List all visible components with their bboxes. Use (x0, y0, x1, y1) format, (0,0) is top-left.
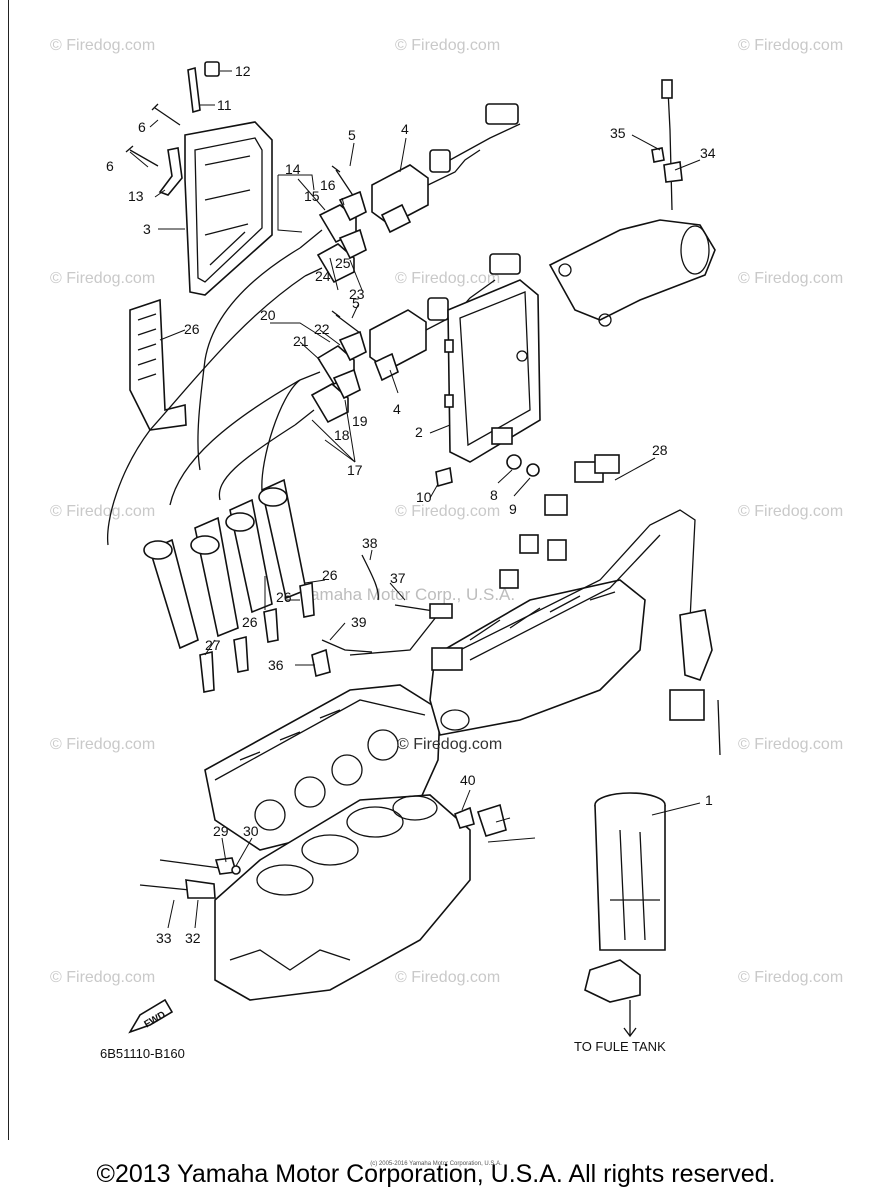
stick-coils (143, 478, 307, 650)
bolt (331, 310, 361, 334)
callout-8: 9 (509, 501, 517, 517)
terminal-block (129, 298, 187, 431)
callout-31: 33 (156, 930, 172, 946)
spark-plugs (199, 581, 315, 693)
callout-22: 23 (349, 286, 365, 302)
callout-6: 6 (138, 119, 146, 135)
leader-lines (129, 70, 701, 929)
callout-7: 8 (490, 487, 498, 503)
callout-27: 28 (652, 442, 668, 458)
callout-33: 35 (610, 125, 626, 141)
callout-26: 26 (276, 589, 292, 605)
wire-harness (431, 454, 721, 756)
watermark: © Firedog.com (738, 969, 843, 986)
callout-24: 25 (335, 255, 351, 271)
watermark: © Firedog.com (50, 270, 155, 287)
callout-30: 32 (185, 930, 201, 946)
watermark: © Firedog.com (738, 736, 843, 753)
callout-34: 36 (268, 657, 284, 673)
collar (526, 463, 540, 477)
callout-37: 39 (351, 614, 367, 630)
callout-32: 34 (700, 145, 716, 161)
callout-3: 3 (143, 221, 151, 237)
fuel-pump (584, 792, 666, 1038)
cylinder-block (214, 794, 471, 1001)
callout-17: 18 (334, 427, 350, 443)
callout-13: 14 (285, 161, 301, 177)
grommet (506, 454, 522, 470)
watermarks: © Firedog.com © Firedog.com © Firedog.co… (50, 37, 843, 986)
fwd-arrow: FWD (128, 998, 174, 1034)
callout-15: 16 (320, 177, 336, 193)
watermark: © Firedog.com (738, 503, 843, 520)
callout-21: 22 (314, 321, 330, 337)
screw (435, 466, 453, 488)
callout-5: 5 (352, 295, 360, 311)
watermark: © Firedog.com (50, 37, 155, 54)
callout-26: 26 (322, 567, 338, 583)
watermark: © Firedog.com (395, 503, 500, 520)
sensors (311, 554, 507, 837)
callout-36: 38 (362, 535, 378, 551)
watermark: © Firedog.com (50, 969, 155, 986)
callout-28: 29 (213, 823, 229, 839)
callout-26: 27 (205, 637, 221, 653)
callout-4: 4 (393, 401, 401, 417)
ignition-coil-upper (371, 103, 521, 234)
engine-sensors (139, 857, 241, 899)
small-copyright: (c) 2005-2016 Yamaha Motor Corporation, … (370, 1161, 502, 1167)
center-watermark: © Firedog.com (397, 736, 502, 753)
watermark: © Firedog.com (395, 37, 500, 54)
callout-11: 12 (235, 63, 251, 79)
watermark: © Firedog.com (50, 503, 155, 520)
callout-25: 26 (184, 321, 200, 337)
watermark: © Firedog.com (50, 736, 155, 753)
to-fuel-tank-note: TO FULE TANK (574, 1039, 666, 1054)
watermark: © Firedog.com (738, 270, 843, 287)
callout-9: 10 (416, 489, 432, 505)
ignition-coil-lower (369, 253, 521, 382)
callout-20: 21 (293, 333, 309, 349)
callout-12: 13 (128, 188, 144, 204)
callout-38: 40 (460, 772, 476, 788)
watermark: © Firedog.com (395, 270, 500, 287)
watermark: © Firedog.com (738, 37, 843, 54)
callout-29: 30 (243, 823, 259, 839)
callout-18: 19 (352, 413, 368, 429)
watermark: © Firedog.com (395, 969, 500, 986)
callout-10: 11 (217, 97, 232, 113)
callout-35: 37 (390, 570, 406, 586)
callout-23: 24 (315, 268, 331, 284)
callout-14: 15 (304, 188, 320, 204)
ecu-unit (444, 279, 541, 463)
plug-cap-leads (106, 247, 306, 546)
ghost-watermark: Yamaha Motor Corp., U.S.A. (300, 585, 515, 604)
page-border (8, 0, 9, 1140)
callout-5: 5 (348, 127, 356, 143)
throttle-body (548, 79, 716, 327)
copyright-footer: ©2013 Yamaha Motor Corporation, U.S.A. A… (96, 1160, 776, 1188)
callout-19: 20 (260, 307, 276, 323)
callout-4: 4 (401, 121, 409, 137)
callout-2: 2 (415, 424, 423, 440)
callout-26: 26 (242, 614, 258, 630)
callout-6: 6 (106, 158, 114, 174)
callout-1: 1 (705, 792, 713, 808)
diagram-code: 6B51110-B160 (100, 1046, 185, 1061)
plug-cap-boots (294, 190, 367, 426)
callout-16: 17 (347, 462, 363, 478)
ecu-cover-assembly (125, 61, 273, 296)
callout-numbers: 12 11 6 6 13 3 5 4 14 16 15 25 24 23 5 2… (106, 63, 716, 946)
